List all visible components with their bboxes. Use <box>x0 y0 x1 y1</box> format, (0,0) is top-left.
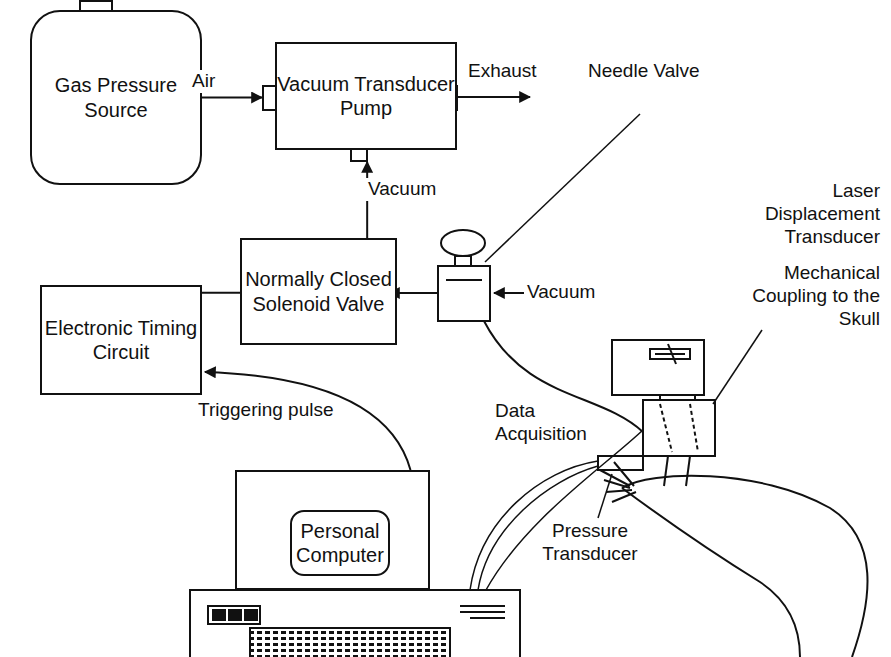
node-text: Gas Pressure Source <box>32 73 200 122</box>
annotation-label: Mechanical Coupling to the Skull <box>740 262 880 330</box>
node-text: Normally Closed Solenoid Valve <box>242 267 395 316</box>
rat-head <box>600 462 868 657</box>
process-box: Normally Closed Solenoid Valve <box>240 238 397 345</box>
node-text: Personal Computer <box>292 519 388 568</box>
node-text: Vacuum Transducer Pump <box>277 72 455 121</box>
node-text: Electronic Timing Circuit <box>42 316 200 365</box>
annotation-label: Laser Displacement Transducer <box>730 180 880 248</box>
connector <box>202 97 262 99</box>
pump-port <box>351 149 367 161</box>
exhaust-arrow <box>457 96 530 98</box>
leader-line <box>485 114 640 262</box>
data-cable <box>470 430 643 590</box>
vacuum-arrow <box>494 292 524 294</box>
process-box: Vacuum Transducer Pump <box>275 42 457 150</box>
connector <box>202 292 240 294</box>
edge-label: Air <box>190 70 217 93</box>
annotation-label: Needle Valve <box>588 60 718 83</box>
annotation-label: Data Acquisition <box>495 400 595 446</box>
annotation-label: Exhaust <box>468 60 578 83</box>
needle-valve <box>438 230 490 321</box>
leader-line <box>713 330 762 404</box>
computer-base <box>190 590 520 657</box>
laser-transducer <box>612 340 704 400</box>
edge-label: Vacuum <box>366 178 438 201</box>
edge-label: Triggering pulse <box>196 399 336 422</box>
process-box: Electronic Timing Circuit <box>40 285 202 395</box>
annotation-label: Pressure Transducer <box>530 520 650 566</box>
annotation-label: Vacuum <box>527 281 617 304</box>
mechanical-coupling <box>598 400 715 486</box>
computer-screen: Personal Computer <box>290 510 390 576</box>
process-box: Personal Computer <box>235 470 430 590</box>
process-box: Gas Pressure Source <box>30 10 202 185</box>
